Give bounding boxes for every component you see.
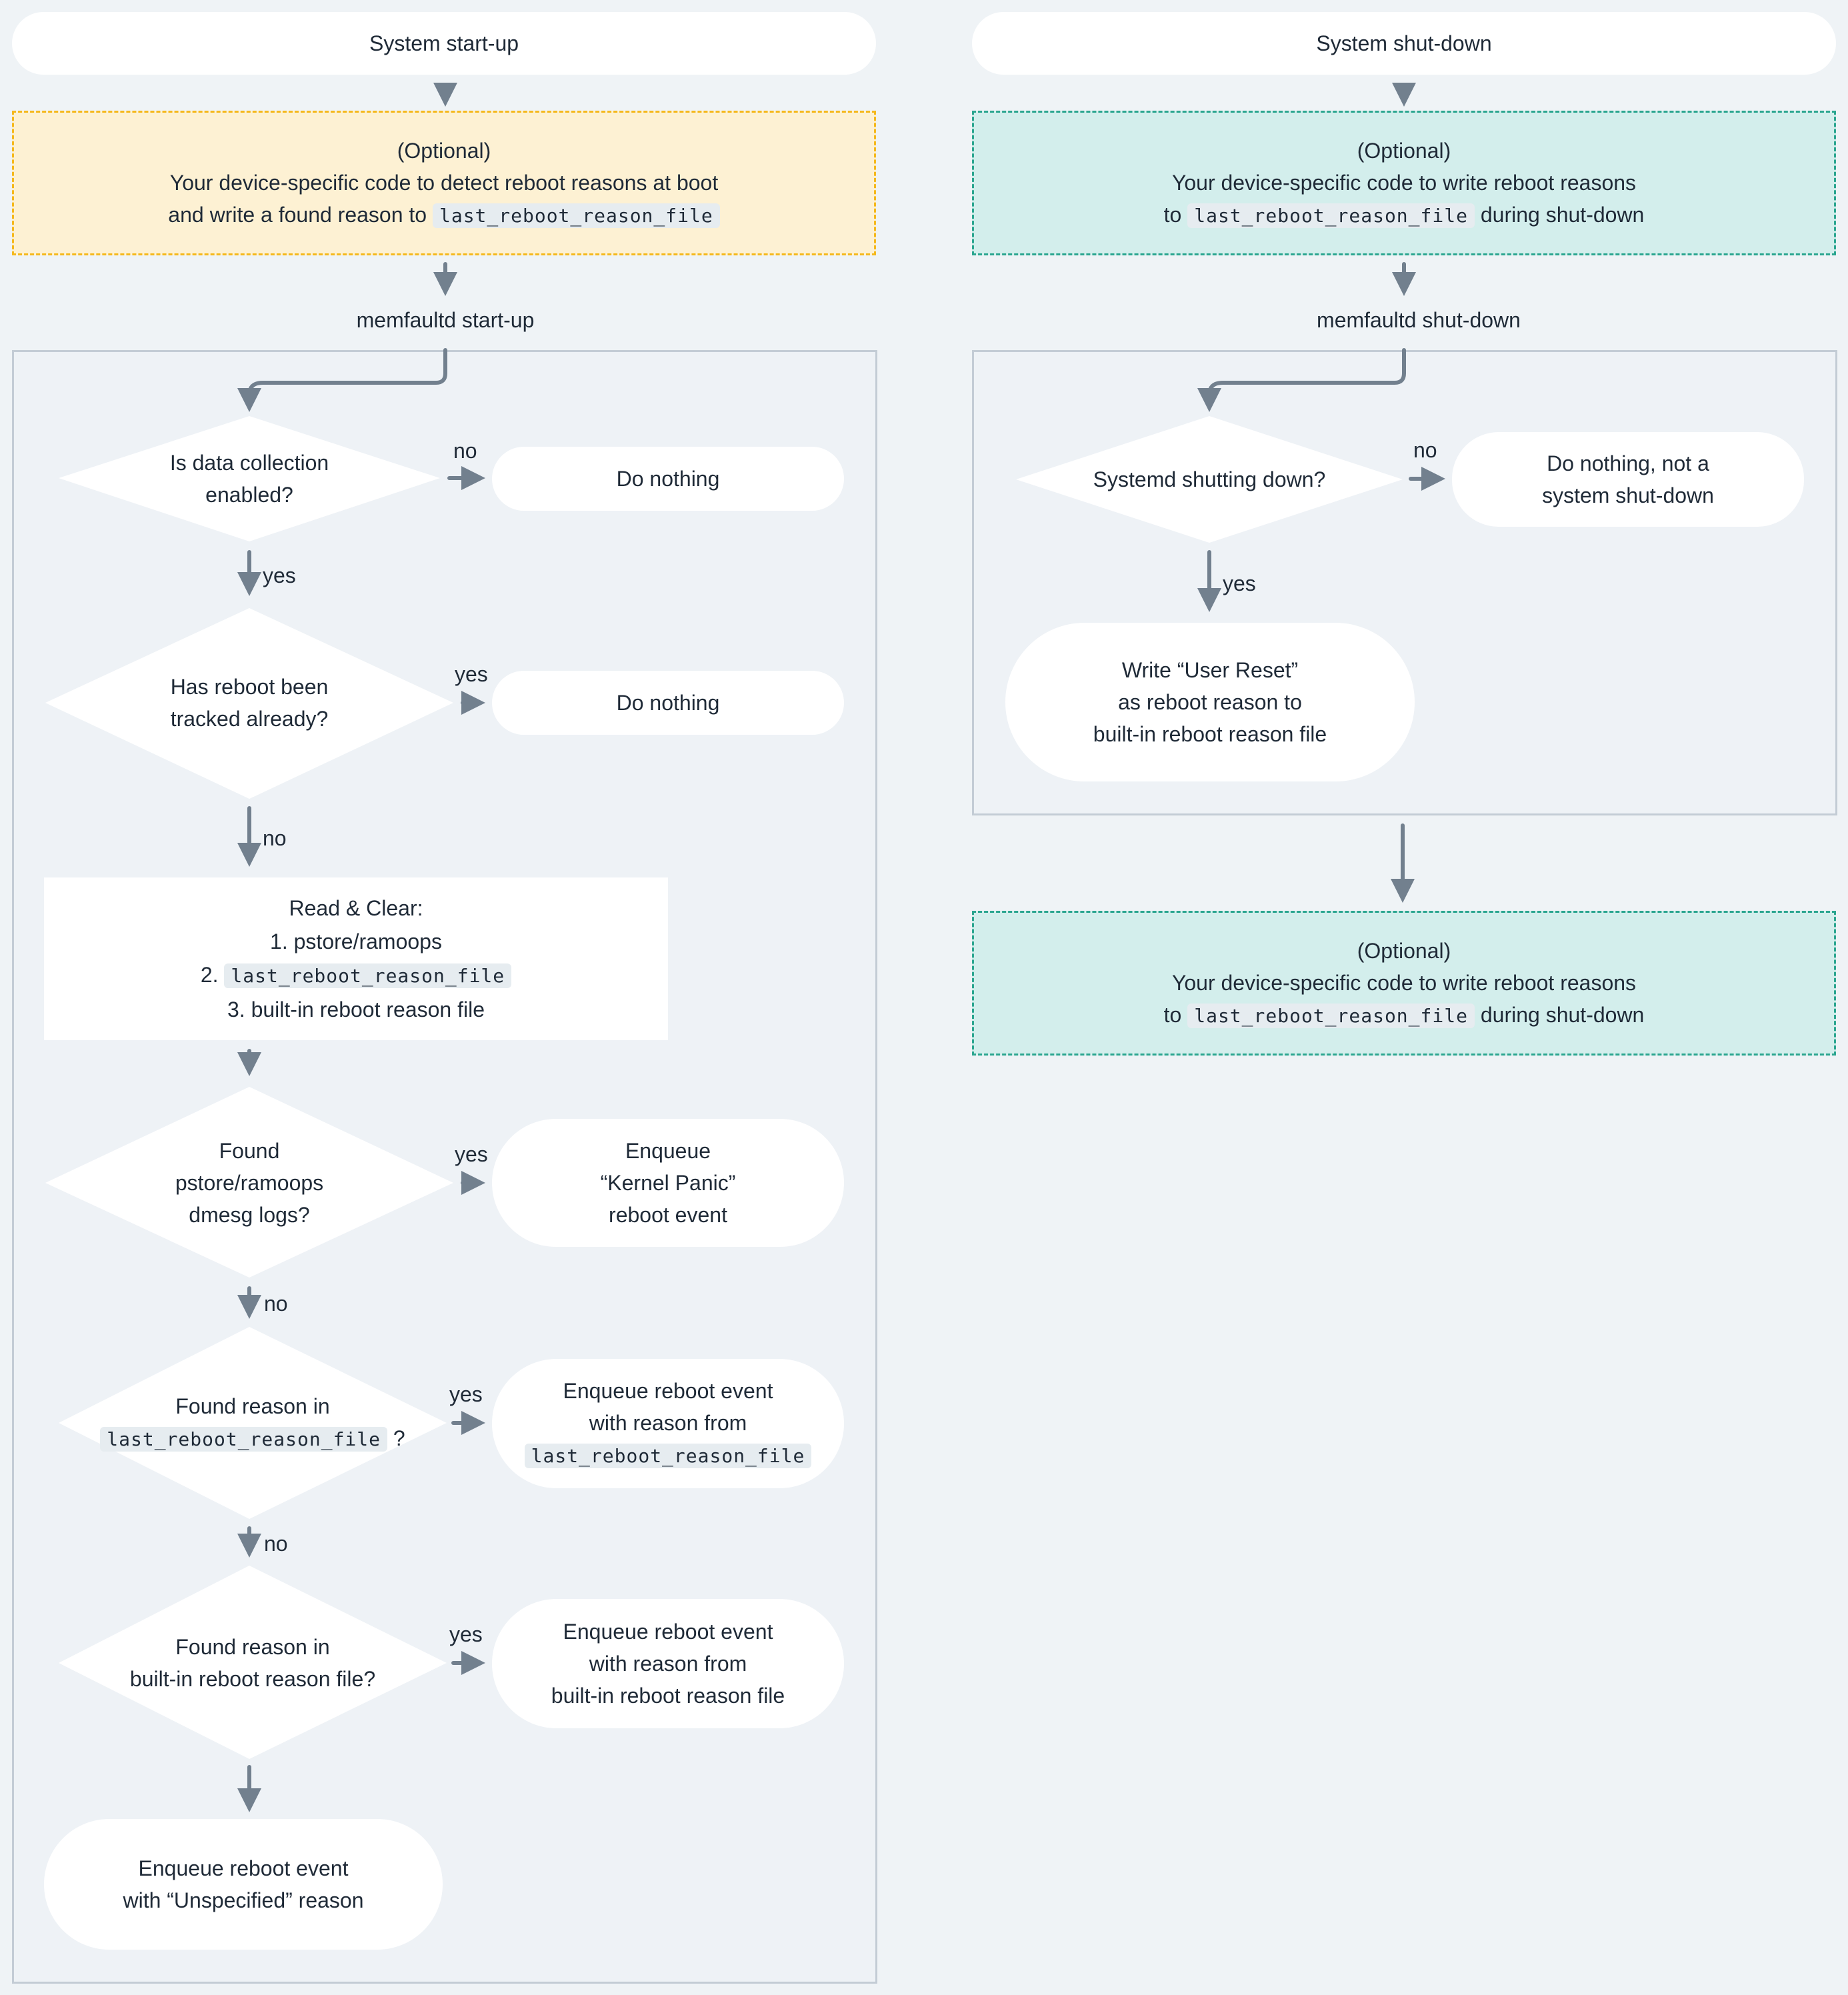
optional-bottom-label: (Optional) bbox=[1357, 938, 1451, 963]
write-user-reset-box: Write “User Reset” as reboot reason to b… bbox=[1005, 623, 1415, 781]
system-shutdown-label: System shut-down bbox=[1316, 31, 1492, 55]
read-clear-box: Read & Clear: 1. pstore/ramoops 2. last_… bbox=[44, 877, 668, 1040]
optional-bottom-description: Your device-specific code to write reboo… bbox=[1171, 970, 1637, 995]
d1-line2: enabled? bbox=[205, 483, 293, 507]
optional-top-code: last_reboot_reason_file bbox=[1187, 203, 1475, 228]
reason-file-code: last_reboot_reason_file bbox=[432, 203, 720, 228]
system-shutdown-node: System shut-down bbox=[972, 12, 1836, 75]
optional-top-during: during shut-down bbox=[1480, 202, 1645, 227]
optional-top-to: to bbox=[1163, 202, 1182, 227]
d4-text: Found reason in last_reboot_reason_file … bbox=[59, 1391, 447, 1455]
enqueue-file-line2: with reason from bbox=[589, 1411, 747, 1435]
rd1-line1: Systemd shutting down? bbox=[1093, 467, 1326, 491]
d1-line1: Is data collection bbox=[169, 451, 329, 475]
optional-shutdown-code-box-bottom: (Optional) Your device-specific code to … bbox=[972, 911, 1836, 1056]
rd1-text: Systemd shutting down? bbox=[1016, 463, 1403, 495]
d3-line3: dmesg logs? bbox=[189, 1203, 310, 1227]
enqueue-builtin-reason-box: Enqueue reboot event with reason from bu… bbox=[492, 1599, 844, 1728]
optional-shutdown-code-box-top: (Optional) Your device-specific code to … bbox=[972, 111, 1836, 255]
enqueue-unspecified-box: Enqueue reboot event with “Unspecified” … bbox=[44, 1819, 443, 1950]
write-line1: Write “User Reset” bbox=[1121, 658, 1299, 682]
read-clear-num-1: 1. bbox=[270, 929, 288, 953]
do-nothing-box-2: Do nothing bbox=[492, 671, 844, 735]
system-startup-node: System start-up bbox=[12, 12, 876, 75]
read-clear-num-3: 3. bbox=[227, 998, 245, 1022]
enqueue-unspecified-line1: Enqueue reboot event bbox=[138, 1856, 349, 1880]
rr1-line2: system shut-down bbox=[1542, 483, 1714, 507]
kernel-panic-line1: Enqueue bbox=[625, 1139, 711, 1163]
decision-diamond-builtin bbox=[59, 1566, 447, 1759]
memfaultd-shutdown-label: memfaultd shut-down bbox=[1317, 308, 1521, 332]
d2-text: Has reboot been tracked already? bbox=[45, 671, 453, 735]
read-clear-item-2: last_reboot_reason_file bbox=[224, 963, 512, 988]
enqueue-builtin-line1: Enqueue reboot event bbox=[563, 1620, 773, 1644]
rr1-line1: Do nothing, not a bbox=[1547, 451, 1709, 475]
do-nothing-not-shutdown-box: Do nothing, not a system shut-down bbox=[1452, 432, 1804, 527]
d5-text: Found reason in built-in reboot reason f… bbox=[59, 1631, 447, 1695]
shutdown-diamonds bbox=[1016, 416, 1403, 543]
kernel-panic-box: Enqueue “Kernel Panic” reboot event bbox=[492, 1119, 844, 1247]
do-nothing-label-2: Do nothing bbox=[616, 691, 720, 715]
decision-diamond-systemd bbox=[1016, 416, 1403, 543]
read-clear-item-3: built-in reboot reason file bbox=[251, 998, 485, 1022]
enqueue-builtin-line2: with reason from bbox=[589, 1652, 747, 1676]
write-line2: as reboot reason to bbox=[1118, 690, 1302, 714]
read-clear-num-2: 2. bbox=[200, 963, 219, 987]
decision-diamond-reboot-tracked bbox=[45, 608, 453, 799]
enqueue-file-line1: Enqueue reboot event bbox=[563, 1379, 773, 1403]
decision-diamond-pstore bbox=[45, 1087, 453, 1278]
system-startup-label: System start-up bbox=[369, 31, 519, 55]
optional-description: Your device-specific code to detect rebo… bbox=[169, 170, 719, 195]
d5-line1: Found reason in bbox=[175, 1635, 330, 1659]
d4-question: ? bbox=[393, 1426, 405, 1450]
read-clear-title: Read & Clear: bbox=[289, 896, 423, 920]
optional-description-cont: and write a found reason to bbox=[168, 202, 427, 227]
enqueue-builtin-line3: built-in reboot reason file bbox=[551, 1684, 785, 1708]
memfaultd-startup-label: memfaultd start-up bbox=[356, 308, 535, 332]
optional-top-label: (Optional) bbox=[1357, 138, 1451, 163]
d3-line1: Found bbox=[219, 1139, 280, 1163]
enqueue-file-code: last_reboot_reason_file bbox=[524, 1444, 812, 1468]
d2-line1: Has reboot been bbox=[170, 675, 329, 699]
do-nothing-label-1: Do nothing bbox=[616, 467, 720, 491]
d4-line1: Found reason in bbox=[175, 1394, 330, 1418]
startup-diamonds bbox=[45, 416, 453, 1759]
d3-line2: pstore/ramoops bbox=[175, 1171, 324, 1195]
optional-boot-code-box: (Optional) Your device-specific code to … bbox=[12, 111, 876, 255]
optional-label: (Optional) bbox=[397, 138, 491, 163]
write-line3: built-in reboot reason file bbox=[1093, 722, 1327, 746]
optional-bottom-code: last_reboot_reason_file bbox=[1187, 1003, 1475, 1028]
enqueue-unspecified-line2: with “Unspecified” reason bbox=[123, 1888, 364, 1912]
d5-line2: built-in reboot reason file? bbox=[129, 1667, 376, 1691]
decision-diamond-reason-file bbox=[59, 1327, 447, 1519]
d4-code: last_reboot_reason_file bbox=[100, 1427, 388, 1452]
kernel-panic-line2: “Kernel Panic” bbox=[600, 1171, 736, 1195]
d3-text: Found pstore/ramoops dmesg logs? bbox=[45, 1135, 453, 1231]
read-clear-item-1: pstore/ramoops bbox=[293, 929, 442, 953]
decision-diamond-data-collection bbox=[59, 416, 440, 541]
enqueue-file-reason-box: Enqueue reboot event with reason from la… bbox=[492, 1359, 844, 1488]
optional-bottom-during: during shut-down bbox=[1480, 1002, 1645, 1027]
do-nothing-box-1: Do nothing bbox=[492, 447, 844, 511]
optional-top-description: Your device-specific code to write reboo… bbox=[1171, 170, 1637, 195]
kernel-panic-line3: reboot event bbox=[609, 1203, 727, 1227]
d1-text: Is data collection enabled? bbox=[59, 447, 440, 511]
d2-line2: tracked already? bbox=[170, 707, 329, 731]
optional-bottom-to: to bbox=[1163, 1002, 1182, 1027]
